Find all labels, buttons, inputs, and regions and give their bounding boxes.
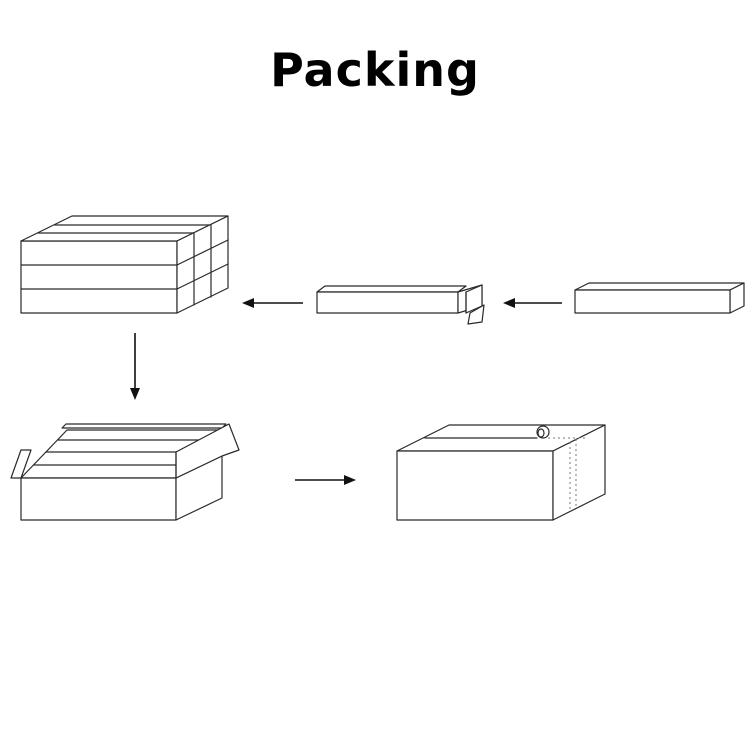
open-carton	[10, 423, 240, 521]
stacked-bundle	[20, 215, 229, 314]
tube-top-face	[316, 285, 467, 293]
bar-top-face	[574, 282, 745, 291]
carton-back-flap	[61, 423, 227, 429]
sealed-carton	[396, 424, 606, 521]
bar-front-face	[574, 289, 731, 314]
sealed-side-face	[552, 424, 606, 521]
end-cap-tab	[467, 304, 485, 325]
tube-with-end-cap	[316, 284, 485, 325]
tube-front-face	[316, 291, 459, 314]
arrow-step2-to-step3	[242, 298, 303, 308]
arrow-step4-to-step5	[295, 475, 356, 485]
page-title: Packing	[270, 43, 480, 97]
sealed-front-face	[396, 450, 554, 521]
bundle-front-face	[20, 240, 178, 314]
single-tube-bar	[574, 282, 745, 314]
arrow-step3-to-step4	[130, 333, 140, 400]
carton-left-flap	[10, 449, 32, 479]
carton-front-face	[20, 477, 177, 521]
arrow-step1-to-step2	[503, 298, 562, 308]
